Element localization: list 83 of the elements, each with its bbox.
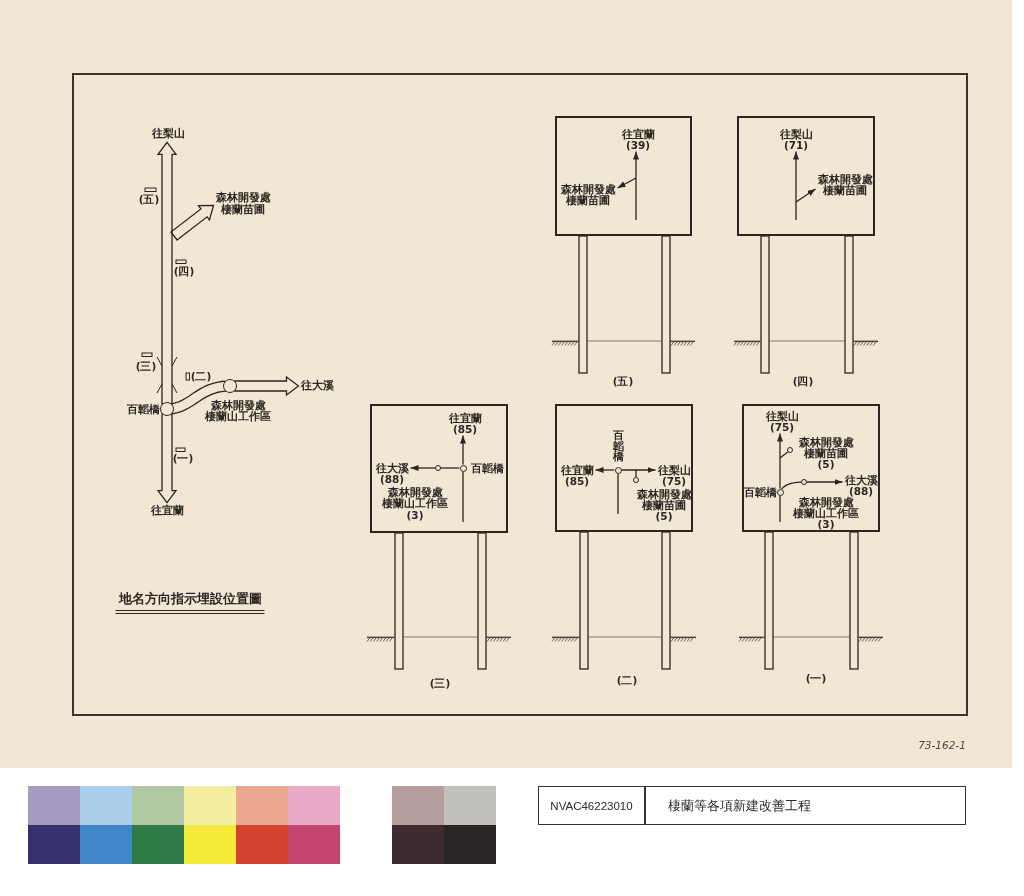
distance-label: (75) [661, 475, 687, 486]
arrow [616, 177, 637, 189]
place-label: 往梨山 [657, 464, 691, 475]
place-circle [801, 479, 807, 485]
distance-label: (3) [817, 518, 835, 530]
place-label: 往宜蘭 [621, 128, 655, 139]
sign-panel [370, 404, 508, 533]
place-circle [435, 465, 441, 471]
place-label: 森林開發處棲蘭山工作區 [793, 496, 859, 518]
place-label: 百韜橋 [612, 430, 624, 462]
distance-label: (3) [406, 509, 424, 521]
place-label: 往大溪 [300, 379, 334, 393]
place-label: 往梨山 [779, 128, 813, 139]
connector-line [779, 451, 789, 459]
sign-caption: (三) [429, 678, 451, 690]
sign-caption: (二) [616, 675, 638, 687]
sign-caption: (五) [612, 376, 634, 388]
arrow [620, 467, 657, 473]
sign-panel [742, 404, 880, 532]
connector-line [617, 472, 619, 515]
place-circle [633, 477, 639, 483]
place-label: 往大溪 [844, 474, 878, 485]
distance-label: (88) [379, 473, 405, 484]
connector-line [635, 469, 637, 478]
marker-label: (四) [173, 266, 195, 278]
arrow [460, 434, 466, 466]
connector-line [440, 467, 461, 469]
marker-label: (三) [135, 361, 157, 373]
arrow [409, 465, 436, 471]
diagram-title: 地名方向指示埋設位置圖 [115, 590, 265, 614]
archive-title-cell: 棲蘭等各項新建改善工程 [645, 786, 966, 825]
distance-label: (71) [783, 139, 809, 150]
road-arrow [156, 141, 178, 405]
place-label: 往宜蘭 [560, 464, 594, 475]
place-label: 往宜蘭 [448, 412, 482, 423]
sign-caption: (一) [805, 673, 827, 685]
place-label: 往宜蘭 [150, 504, 184, 518]
sign-panel [737, 116, 875, 236]
place-label: 森林開發處棲蘭苗圃 [817, 173, 873, 195]
arrow [594, 467, 616, 473]
junction-circle [776, 488, 784, 496]
junction-circle [459, 464, 467, 472]
road-line [170, 380, 227, 415]
place-label: 森林開發處棲蘭山工作區 [382, 486, 448, 508]
arrow [806, 479, 844, 485]
marker-label: (二) [190, 371, 212, 383]
distance-label: (5) [655, 510, 673, 522]
place-label: 森林開發處棲蘭苗圃 [798, 436, 854, 458]
distance-label: (5) [817, 458, 835, 470]
place-label: 森林開發處棲蘭山工作區 [205, 399, 271, 421]
arrow [633, 150, 639, 221]
sign-caption: (四) [792, 376, 814, 388]
arrow [795, 188, 817, 203]
junction-circle [614, 466, 622, 474]
connector-line [781, 481, 802, 490]
marker-label: (五) [138, 194, 160, 206]
distance-label: (39) [625, 139, 651, 150]
marker-label: (一) [172, 453, 194, 465]
connector-line [779, 494, 781, 523]
road-arrow [156, 413, 178, 504]
place-label: 森林開發處棲蘭苗圃 [215, 190, 271, 216]
place-label: 往大溪 [375, 462, 409, 473]
place-label: 百韜橋 [126, 403, 160, 415]
sign-panel [555, 404, 693, 532]
archive-id-cell: NVAC46223010 [538, 786, 645, 825]
place-label: 森林開發處棲蘭苗圃 [636, 488, 692, 510]
distance-label: (88) [848, 485, 874, 496]
distance-label: (85) [564, 475, 590, 486]
place-label: 百韜橋 [471, 462, 504, 474]
place-label: 百韜橋 [744, 486, 777, 498]
handwritten-note: 73-162-1 [918, 740, 966, 752]
road-arrow [170, 204, 215, 241]
place-label: 森林開發處棲蘭苗圃 [560, 183, 616, 205]
road-arrow [234, 375, 300, 397]
arrow [777, 432, 783, 490]
connector-line [462, 470, 464, 523]
distance-label: (85) [452, 423, 478, 434]
place-circle [787, 447, 793, 453]
distance-label: (75) [769, 421, 795, 432]
sign-panel [555, 116, 692, 236]
place-label: 往梨山 [765, 410, 799, 421]
place-label: 往梨山 [151, 127, 185, 141]
arrow [793, 150, 799, 221]
